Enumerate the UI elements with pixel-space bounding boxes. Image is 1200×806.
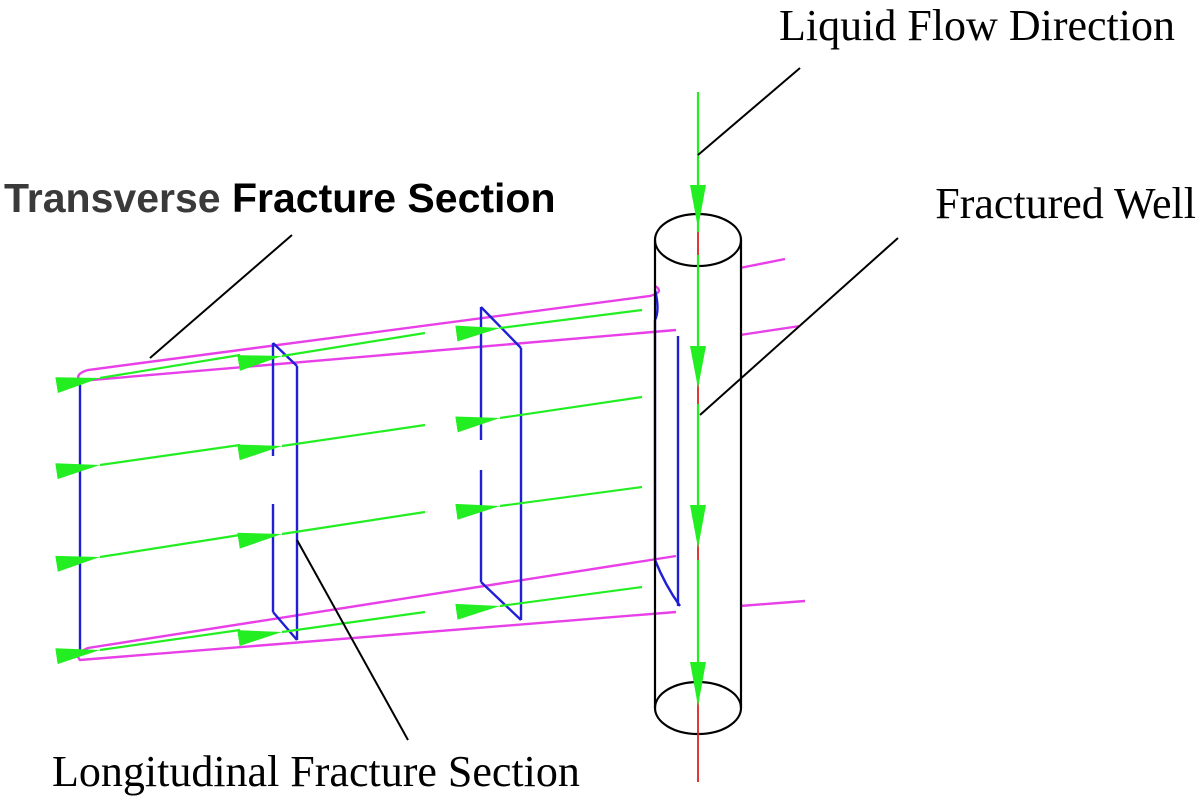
flow-arrow xyxy=(237,610,426,647)
flow-arrow xyxy=(455,485,643,520)
flow-arrow xyxy=(55,353,241,394)
fracture-extension-bottom xyxy=(739,599,806,608)
flow-arrow-down xyxy=(690,662,706,706)
fracture-extension-mid xyxy=(739,324,801,337)
flow-arrow-down xyxy=(690,505,706,548)
flow-arrow xyxy=(55,533,241,572)
flow-arrow-down xyxy=(690,185,706,228)
flow-arrow xyxy=(237,423,426,461)
leader-lines xyxy=(149,67,899,741)
flow-arrow xyxy=(55,443,241,480)
transverse-fracture-section-label: Transverse Fracture Section xyxy=(4,175,556,221)
longitudinal-fracture-section-label: Longitudinal Fracture Section xyxy=(52,747,580,796)
fracture-wing xyxy=(77,257,806,662)
fracture-extension-top xyxy=(739,257,786,270)
leader-fractured-well xyxy=(699,237,899,416)
flow-arrow xyxy=(237,510,426,549)
leader-transverse xyxy=(149,234,293,359)
longitudinal-sections xyxy=(78,289,681,655)
flow-arrow xyxy=(455,395,643,433)
flow-arrow xyxy=(55,628,241,665)
transverse-word: Transverse xyxy=(4,175,221,221)
flow-arrow-down xyxy=(690,346,706,388)
flow-arrow xyxy=(455,308,643,342)
flow-arrow xyxy=(455,585,643,620)
fracture-flow-arrows xyxy=(55,308,643,665)
flow-arrow xyxy=(237,331,426,371)
liquid-flow-direction-label: Liquid Flow Direction xyxy=(779,1,1175,50)
fractured-well-label: Fractured Well xyxy=(935,179,1196,228)
fracture-bottom-edge xyxy=(77,554,677,662)
fracture-section-word: Fracture Section xyxy=(232,175,556,221)
leader-longitudinal xyxy=(296,539,409,741)
well-axis xyxy=(690,92,706,782)
leader-liquid-flow xyxy=(697,67,801,156)
